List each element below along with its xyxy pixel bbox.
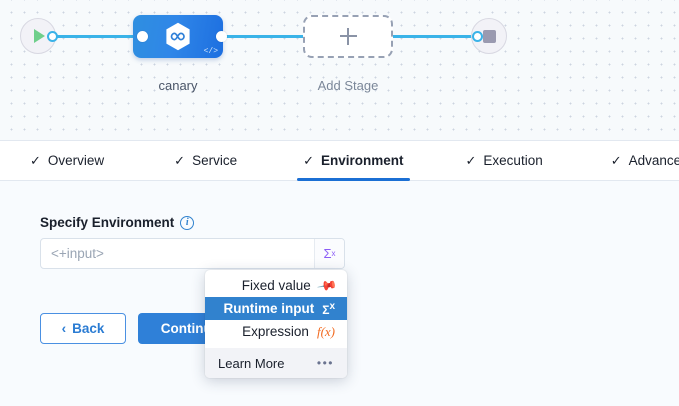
tab-execution-label: Execution [483,153,543,168]
more-options-icon[interactable]: ••• [316,356,334,370]
check-icon: ✓ [465,153,477,168]
tab-advanced[interactable]: ✓ Advanced [597,141,679,180]
fx-icon: f(x) [316,323,335,339]
check-icon: ✓ [30,153,41,168]
stage-node-canary-label: canary [158,78,198,93]
environment-input-wrapper[interactable]: Σx [40,238,345,269]
tab-overview-label: Overview [47,153,105,168]
environment-input[interactable] [41,239,314,268]
dropdown-footer[interactable]: Learn More ••• [205,348,347,378]
dropdown-item-runtime-input-label: Runtime input [223,301,315,316]
tab-overview[interactable]: ✓ Overview [16,141,118,180]
pin-icon: 📌 [316,274,339,296]
pipeline-canvas[interactable]: </> canary Add Stage [0,0,679,141]
stop-icon [482,29,496,43]
start-node-port[interactable] [47,31,58,42]
play-icon [34,29,45,43]
add-stage-label: Add Stage [317,78,379,93]
canary-output-port[interactable] [216,31,227,42]
hexagon-infinity-icon [166,22,190,51]
code-badge-icon: </> [203,47,218,56]
tab-environment-label: Environment [321,153,404,168]
specify-environment-label: Specify Environment i [40,215,195,230]
back-button[interactable]: ‹ Back [40,313,126,344]
tab-advanced-label: Advanced [628,153,679,168]
check-icon: ✓ [174,153,186,168]
pipeline-node-row: </> canary Add Stage [0,0,679,140]
add-stage-button[interactable] [303,15,393,58]
input-type-dropdown: Fixed value 📌 Runtime input Σx Expressio… [205,270,347,378]
field-label-text: Specify Environment [40,215,175,230]
canary-input-port[interactable] [137,31,148,42]
sigma-glyph: Σ [322,302,330,317]
sigma-icon: Σ [323,246,332,261]
tab-service-label: Service [192,153,238,168]
check-icon: ✓ [303,153,314,168]
dropdown-item-expression[interactable]: Expression f(x) [205,320,347,343]
learn-more-link[interactable]: Learn More [218,355,285,371]
tab-service[interactable]: ✓ Service [160,141,251,180]
connector-line-start-to-canary [52,35,144,38]
info-icon[interactable]: i [180,215,195,230]
chevron-left-icon: ‹ [61,321,67,336]
tab-execution[interactable]: ✓ Execution [452,141,557,180]
tab-environment[interactable]: ✓ Environment [289,141,417,181]
connector-line-canary-to-addstage [222,35,306,38]
stop-node-port[interactable] [472,31,483,42]
stage-node-canary[interactable]: </> [133,15,223,58]
sigma-superscript: x [329,300,335,312]
sigma-icon: Σx [322,301,335,317]
continue-button-label: Continue [160,321,220,336]
dropdown-item-fixed-value[interactable]: Fixed value 📌 [205,274,347,297]
back-button-label: Back [72,321,105,336]
plus-icon [339,28,357,45]
connector-line-addstage-to-stop [390,35,478,38]
dropdown-item-expression-label: Expression [242,324,309,339]
dropdown-item-fixed-value-label: Fixed value [241,278,311,293]
check-icon: ✓ [610,153,622,168]
stage-config-tabs: ✓ Overview ✓ Service ✓ Environment ✓ Exe… [0,141,679,181]
dropdown-item-runtime-input[interactable]: Runtime input Σx [205,297,347,320]
sigma-superscript: x [331,249,336,258]
